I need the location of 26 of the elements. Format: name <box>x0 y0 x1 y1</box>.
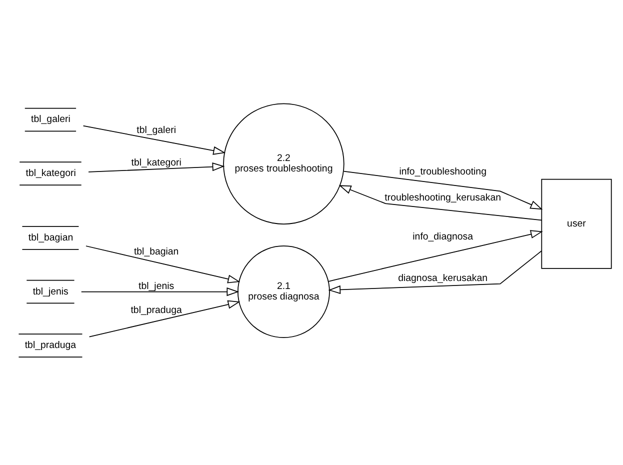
arrow <box>86 246 240 284</box>
node-text: tbl_praduga <box>24 340 76 352</box>
edge-label: tbl_galeri <box>136 124 176 136</box>
node-text: tbl_galeri <box>31 114 70 126</box>
edge-label: info_troubleshooting <box>399 166 486 178</box>
arrow <box>338 185 542 221</box>
node-circle: 2.1 proses diagnosa <box>237 246 330 338</box>
arrow <box>328 230 543 282</box>
node-text: tbl_jenis <box>32 286 68 298</box>
node-text: tbl_bagian <box>28 232 74 244</box>
edge-label: tbl_jenis <box>138 280 174 292</box>
arrow <box>88 162 225 172</box>
edge-label: troubleshooting_kerusakan <box>384 192 502 204</box>
edge-label: diagnosa_kerusakan <box>398 273 488 284</box>
arrow <box>343 170 543 210</box>
node-text: tbl_kategori <box>26 168 76 180</box>
edge-label: tbl_kategori <box>131 157 182 168</box>
node-box: user <box>541 178 612 269</box>
arrow <box>80 287 240 296</box>
node-circle: 2.2 proses troubleshooting <box>223 103 344 224</box>
arrow <box>328 250 542 294</box>
edge-label: tbl_bagian <box>134 246 179 258</box>
edge-label: info_diagnosa <box>412 232 474 243</box>
arrow <box>82 125 226 155</box>
edge-label: tbl_praduga <box>130 304 182 316</box>
arrow <box>88 300 240 338</box>
